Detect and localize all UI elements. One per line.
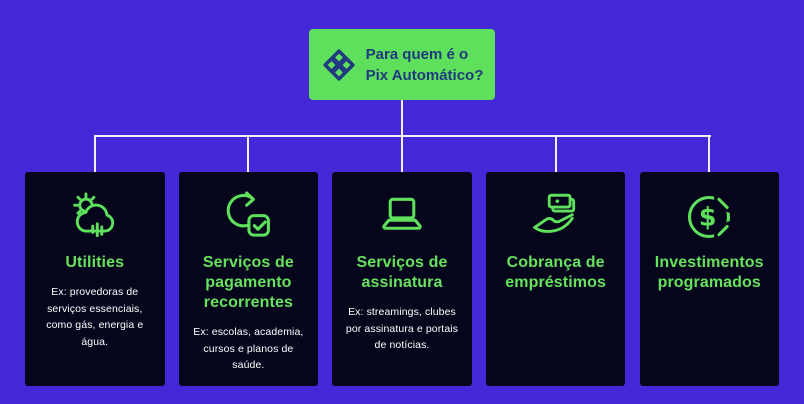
connector-drop — [555, 135, 557, 173]
connector-stem — [401, 100, 403, 137]
card-title: Serviços de pagamento recorrentes — [202, 254, 294, 311]
card-description: Ex: streamings, clubes por assinatura e … — [345, 306, 459, 351]
connector-drop — [401, 135, 403, 173]
header-product-name: Pix Automático? — [365, 66, 484, 84]
header-title: Para quem é o Pix Automático? — [366, 44, 484, 86]
card-loans: Cobrança de empréstimos — [485, 172, 626, 386]
card-title: Investimentos programados — [654, 254, 764, 291]
card-title: Serviços de assinatura — [356, 254, 448, 291]
header-box: Para quem é o Pix Automático? — [309, 29, 495, 100]
hand-money-icon — [527, 186, 585, 248]
utilities-weather-icon — [66, 186, 124, 248]
connector-drop — [247, 135, 249, 173]
card-description: Ex: provedoras de serviços essenciais, c… — [46, 286, 144, 348]
card-recurring-payments: Serviços de pagamento recorrentes Ex: es… — [178, 172, 319, 386]
card-utilities: Utilities Ex: provedoras de serviços ess… — [25, 172, 165, 386]
connector-drop — [94, 135, 96, 173]
card-title: Cobrança de empréstimos — [505, 254, 606, 291]
card-investments: $ Investimentos programados — [639, 172, 779, 386]
pix-logo-icon — [321, 47, 357, 83]
connector-drop — [708, 135, 710, 173]
card-title: Utilities — [65, 254, 125, 271]
svg-text:$: $ — [699, 202, 717, 232]
card-subscriptions: Serviços de assinatura Ex: streamings, c… — [332, 172, 472, 386]
cards-row: Utilities Ex: provedoras de serviços ess… — [25, 172, 779, 386]
dollar-circle-icon: $ — [680, 186, 738, 248]
laptop-icon — [373, 186, 431, 248]
card-description: Ex: escolas, academia, cursos e planos d… — [193, 326, 304, 371]
recurring-payment-check-icon — [219, 186, 277, 248]
header-question-line: Para quem é o — [365, 45, 469, 63]
